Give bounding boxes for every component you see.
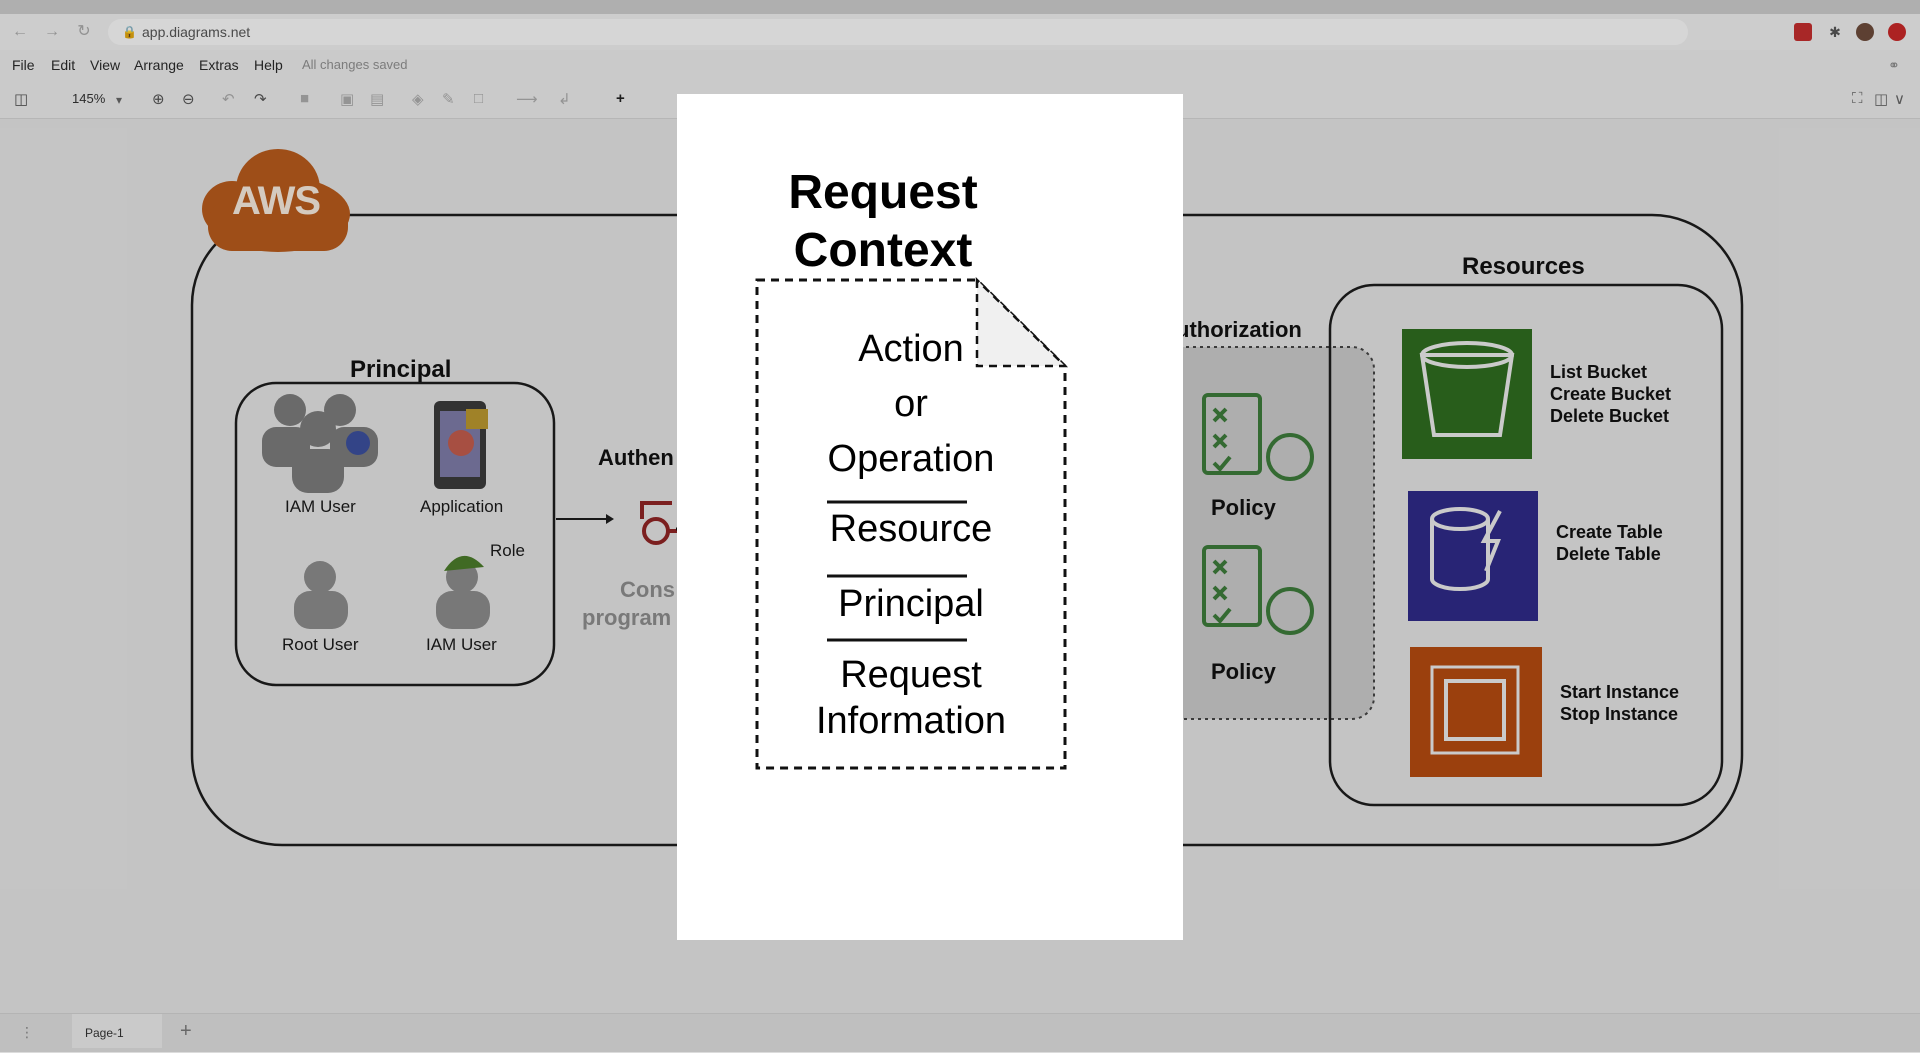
application-label: Application <box>420 497 504 516</box>
menu-edit[interactable]: Edit <box>51 57 76 73</box>
root-user-icon <box>294 561 348 629</box>
globe-icon[interactable]: ⚭ <box>1888 57 1900 73</box>
menu-view[interactable]: View <box>90 57 121 73</box>
menu-file[interactable]: File <box>12 57 35 73</box>
format-panel-icon[interactable]: ◫ <box>14 91 29 108</box>
page-tab[interactable]: Page-1 <box>72 1014 162 1048</box>
ec2-actions-label: Start Instance Stop Instance <box>1560 682 1680 724</box>
policy-label: Policy <box>1211 495 1276 520</box>
request-context-document-icon <box>755 277 1069 770</box>
iam-role-user-icon <box>436 555 490 629</box>
page-tab-bar: ⋮ Page-1 + <box>0 1013 1920 1053</box>
aws-cloud-icon <box>202 149 350 252</box>
iam-user-label: IAM User <box>426 635 497 654</box>
principal-label: Principal <box>838 583 984 625</box>
authorization-label: uthorization <box>1176 317 1302 342</box>
resources-box <box>1328 283 1724 807</box>
reload-icon[interactable]: ↻ <box>77 23 91 40</box>
delete-icon[interactable]: ■ <box>300 90 310 107</box>
back-icon[interactable]: ← <box>12 23 28 40</box>
principal-box <box>234 381 556 687</box>
line-color-icon[interactable]: ✎ <box>442 91 455 108</box>
shadow-icon[interactable]: □ <box>474 90 484 107</box>
update-icon[interactable] <box>1888 23 1906 41</box>
browser-toolbar: ← → ↻ 🔒 app.diagrams.net ✱ <box>0 14 1920 50</box>
avatar[interactable] <box>1856 23 1874 41</box>
policy-icon <box>1202 545 1314 635</box>
principal-title: Principal <box>350 356 452 383</box>
chevron-down-icon: ▾ <box>116 93 123 107</box>
menu-bar: File Edit View Arrange Extras Help All c… <box>0 50 1920 80</box>
programmatic-label: program <box>582 605 672 630</box>
iam-user-label: IAM User <box>285 497 356 516</box>
add-page-icon[interactable]: + <box>180 1020 192 1042</box>
s3-actions-label: List Bucket Create Bucket Delete Bucket <box>1550 362 1672 426</box>
diagram-svg <box>190 149 1744 847</box>
redo-icon[interactable]: ↷ <box>254 91 267 108</box>
menu-extras[interactable]: Extras <box>199 57 239 73</box>
role-label: Role <box>490 541 525 560</box>
request-information-label: Request Information <box>815 654 1007 742</box>
iam-users-icon <box>262 394 378 493</box>
fullscreen-icon[interactable]: ⛶ <box>1852 90 1863 107</box>
zoom-in-icon[interactable]: ⊕ <box>152 91 165 108</box>
menu-help[interactable]: Help <box>254 57 283 73</box>
to-front-icon[interactable]: ▣ <box>340 91 355 108</box>
collapse-icon[interactable]: ∨ <box>1894 91 1905 108</box>
pages-menu-icon[interactable]: ⋮ <box>20 1024 34 1040</box>
address-bar[interactable]: 🔒 app.diagrams.net <box>108 19 1688 45</box>
request-context-title: Request Context <box>788 166 978 277</box>
zoom-out-icon[interactable]: ⊖ <box>182 91 195 108</box>
waypoints-icon[interactable]: ↲ <box>558 91 571 108</box>
authentication-label: Authen <box>598 445 674 470</box>
insert-icon[interactable]: + <box>616 90 625 107</box>
policy-icon <box>1202 393 1314 481</box>
save-status: All changes saved <box>302 57 408 72</box>
forward-icon[interactable]: → <box>44 23 60 40</box>
root-user-label: Root User <box>282 635 359 654</box>
policy-label: Policy <box>1211 659 1276 684</box>
s3-icon <box>1402 329 1532 459</box>
aws-badge-label: AWS <box>232 179 321 223</box>
extension-icon[interactable] <box>1794 23 1812 41</box>
console-label: Cons <box>620 577 675 602</box>
lock-icon: 🔒 <box>122 25 137 39</box>
url-text: app.diagrams.net <box>142 24 251 40</box>
zoom-select[interactable]: 145% <box>72 91 106 106</box>
browser-tab-strip <box>0 0 1920 14</box>
menu-arrange[interactable]: Arrange <box>134 57 184 73</box>
to-back-icon[interactable]: ▤ <box>370 91 385 108</box>
connection-icon[interactable]: ⟶ <box>516 91 538 108</box>
resources-title: Resources <box>1462 253 1585 280</box>
request-context-spotlight: Request Context Action or Operation Reso… <box>677 94 1183 940</box>
resource-label: Resource <box>829 508 993 550</box>
application-icon <box>434 401 488 489</box>
undo-icon[interactable]: ↶ <box>222 91 235 108</box>
fill-color-icon[interactable]: ◈ <box>412 91 424 108</box>
dynamodb-icon <box>1408 491 1538 621</box>
action-operation-label: Action or Operation <box>827 328 995 480</box>
panel-toggle-icon[interactable]: ◫ <box>1874 91 1889 108</box>
puzzle-icon[interactable]: ✱ <box>1829 24 1841 40</box>
dynamodb-actions-label: Create Table Delete Table <box>1556 522 1663 564</box>
